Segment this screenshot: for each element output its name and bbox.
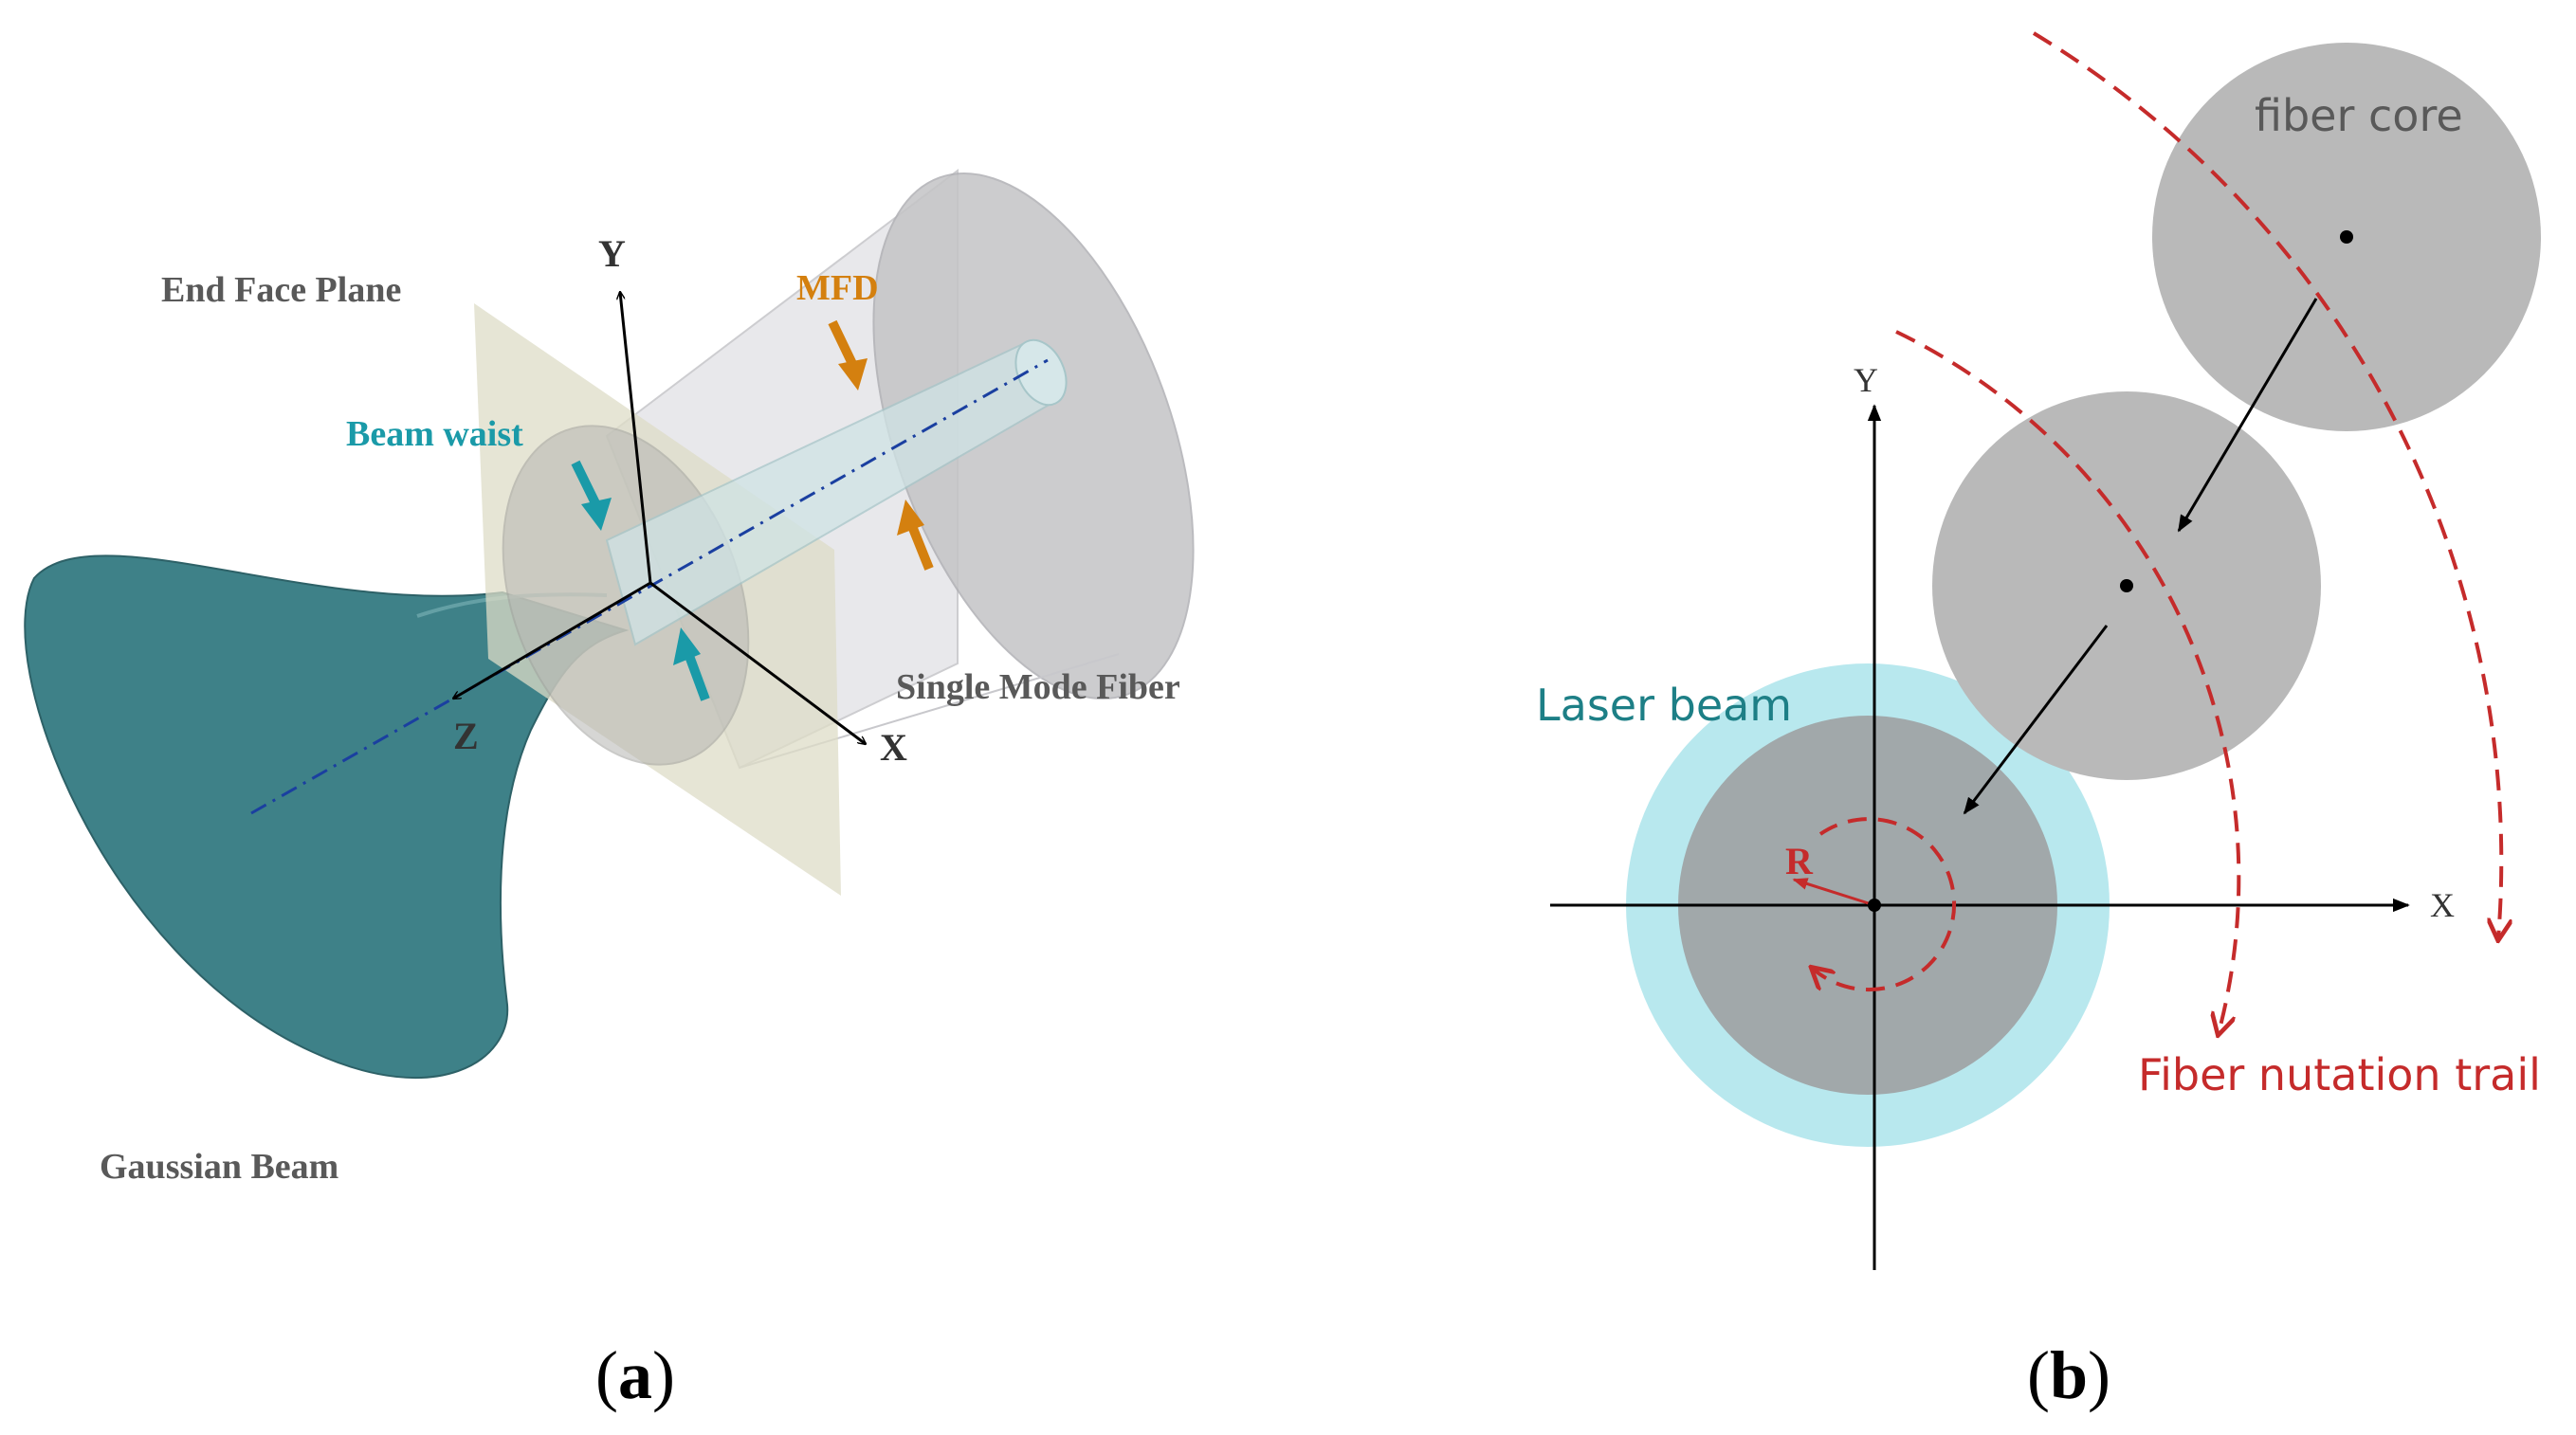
axis-z-arrow (453, 581, 651, 700)
label-fiber-nutation-trail: Fiber nutation trail (2138, 1049, 2541, 1100)
radius-arrow (1792, 878, 1875, 907)
label-axis-x-b: X (2430, 886, 2455, 924)
label-axis-y-a: Y (598, 232, 626, 275)
label-gaussian-beam: Gaussian Beam (100, 1147, 338, 1187)
nutation-trail-circle (1813, 817, 1957, 992)
panel-a: End Face Plane MFD Beam waist Single Mod… (24, 168, 1195, 1413)
label-beam-waist: Beam waist (346, 414, 523, 454)
motion-arrow-1 (2177, 298, 2318, 533)
beam-waist-arrow-bottom (673, 627, 710, 701)
optical-axis (250, 358, 1049, 815)
axis-y-arrow (620, 292, 652, 584)
label-axis-x-a: X (880, 726, 907, 769)
fiber-core-top-center (2340, 230, 2353, 244)
label-axis-z-a: Z (453, 715, 479, 757)
label-single-mode-fiber: Single Mode Fiber (896, 667, 1180, 707)
mfd-arrow-top (828, 319, 868, 391)
label-axis-y-b: Y (1854, 361, 1878, 399)
nutation-trail-outer (2032, 31, 2501, 938)
label-laser-beam: Laser beam (1536, 680, 1792, 731)
caption-a: (a) (595, 1337, 675, 1413)
label-fiber-core: fiber core (2255, 90, 2463, 141)
fiber-core-middle-center (2120, 579, 2133, 592)
motion-arrow-2 (1963, 625, 2109, 815)
label-radius: R (1785, 840, 1814, 882)
fiber-core-end (1014, 338, 1068, 407)
beam-waist-arrow-top (571, 460, 612, 531)
nutation-trail-inner (1895, 330, 2241, 1033)
caption-b: (b) (2027, 1337, 2110, 1413)
panel-b: fiber core Laser beam Fiber nutation tra… (1536, 31, 2541, 1413)
label-end-face-plane: End Face Plane (161, 270, 401, 310)
mfd-arrow-bottom (897, 500, 934, 571)
origin-dot (1868, 899, 1881, 912)
axis-x-arrow (649, 581, 866, 744)
label-mfd: MFD (796, 268, 879, 308)
